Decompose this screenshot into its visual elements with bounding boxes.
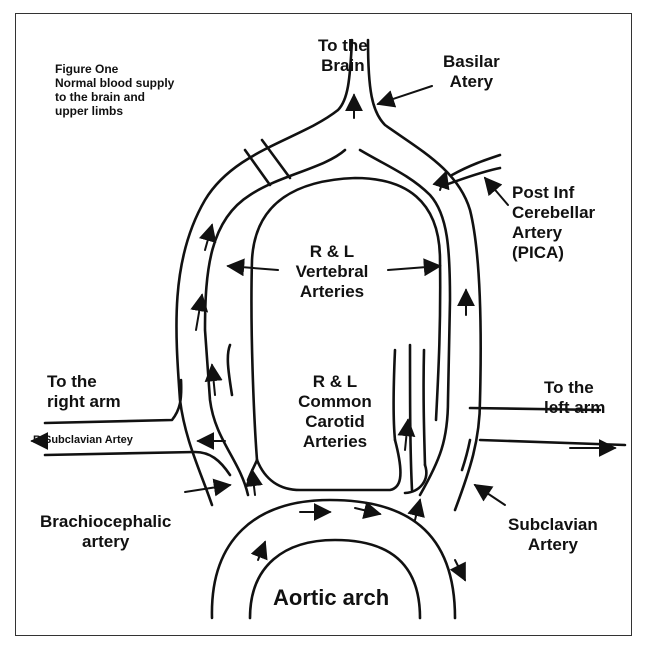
- arrow-arch-down: [455, 560, 465, 580]
- left-carotid-c: [424, 350, 425, 465]
- right-top-branch: [245, 150, 270, 185]
- arrow-left-up: [415, 500, 420, 520]
- arrow-vertebral-left: [388, 266, 440, 270]
- figure-caption: Figure One Normal blood supply to the br…: [55, 62, 174, 118]
- to-brain-label: To the Brain: [318, 36, 368, 76]
- arrow-arch-flow-3: [355, 508, 380, 514]
- left-carotid-a: [394, 350, 396, 440]
- arrow-right-carotid: [212, 365, 215, 395]
- right-top-branch-2: [262, 140, 290, 178]
- r-subclavian-label: R Subclavian Artey: [33, 434, 133, 447]
- arrow-right-flow-up: [196, 295, 202, 330]
- arrow-pica: [485, 178, 508, 205]
- left-top-branch-2: [445, 168, 500, 185]
- arrow-brachio-up: [252, 470, 255, 495]
- carotid-label: R & L Common Carotid Arteries: [290, 372, 380, 452]
- brachiocephalic-label: Brachiocephalic artery: [40, 512, 171, 552]
- right-arm-label: To the right arm: [47, 372, 121, 412]
- l-subclavian-label: Subclavian Artery: [508, 515, 598, 555]
- pica-label: Post Inf Cerebellar Artery (PICA): [512, 183, 595, 263]
- left-top-branch: [452, 155, 500, 175]
- left-arm-label: To the left arm: [544, 378, 605, 418]
- left-arm-bottom: [462, 440, 470, 470]
- arrow-left-carotid: [405, 420, 408, 450]
- left-carotid-b: [410, 345, 412, 490]
- right-arm-bottom: [45, 452, 230, 475]
- right-carotid-outer: [228, 345, 232, 395]
- basilar-label: Basilar Atery: [443, 52, 500, 92]
- arrow-arch-flow-1: [258, 542, 265, 560]
- arrow-left-top: [440, 172, 446, 190]
- arrow-subclavian: [475, 485, 505, 505]
- left-arm-bottom-2: [480, 440, 625, 445]
- arrow-right-vessel-up: [205, 225, 212, 250]
- aortic-arch-label: Aortic arch: [273, 585, 389, 611]
- arrow-basilar: [378, 86, 432, 104]
- vertebral-label: R & L Vertebral Arteries: [283, 242, 381, 302]
